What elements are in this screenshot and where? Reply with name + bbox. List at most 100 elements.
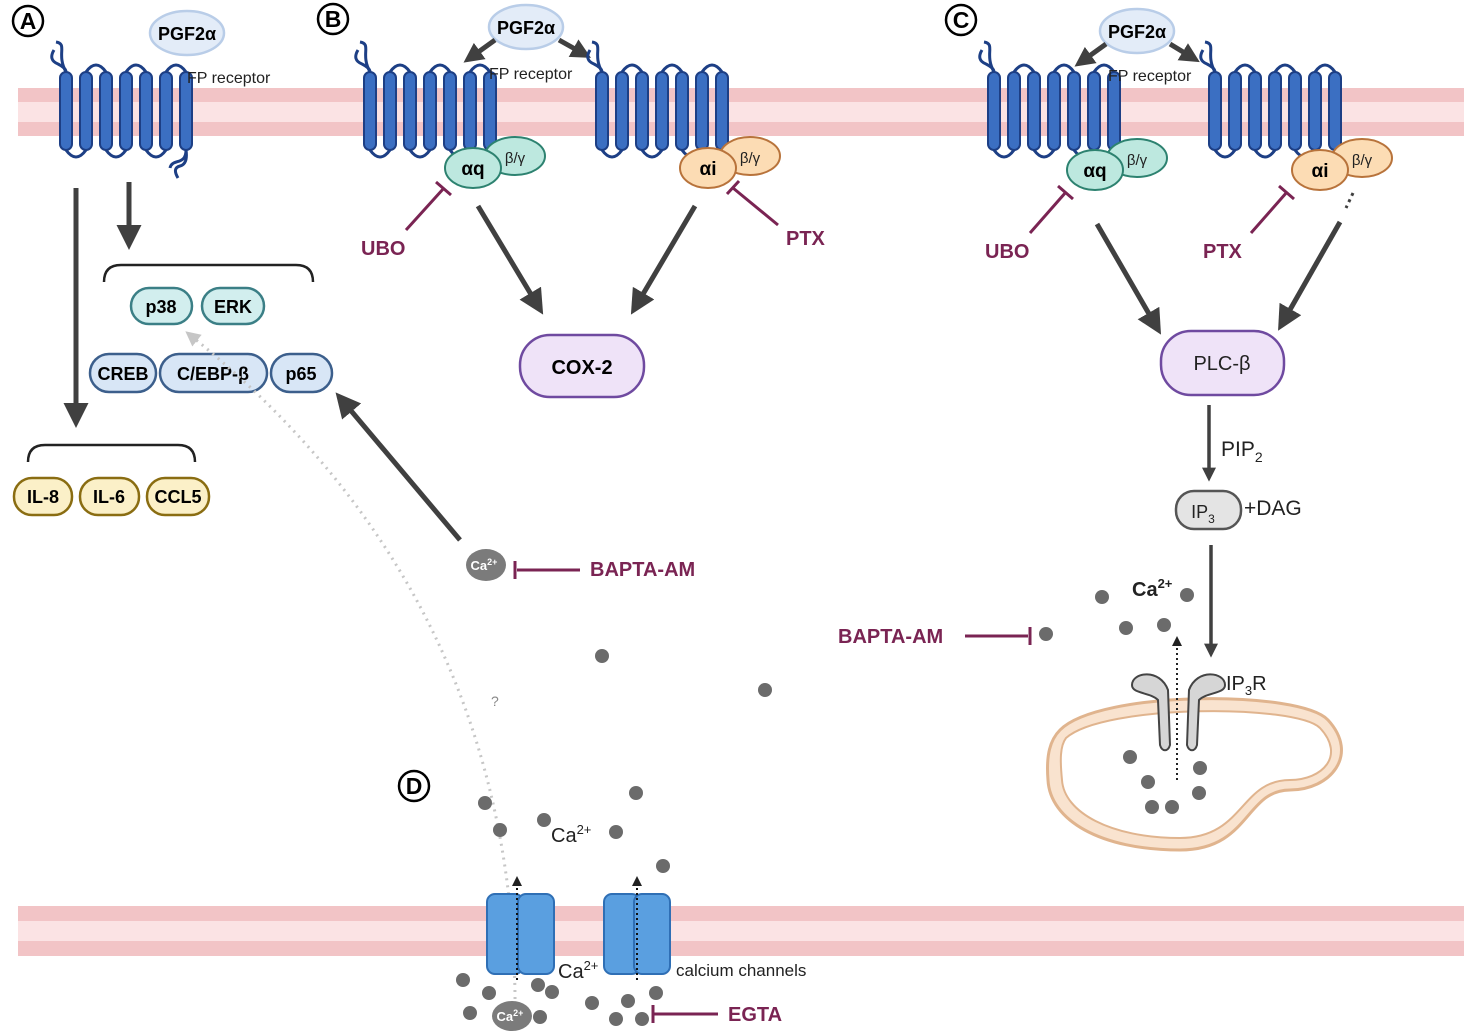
calcium-ion-dot bbox=[609, 825, 623, 839]
cox2-enzyme: COX-2 bbox=[518, 333, 646, 399]
arrow-ligand-to-receptor-b2 bbox=[557, 37, 591, 58]
calcium-ion-dot bbox=[585, 996, 599, 1010]
gq-protein-b: β/γ αq bbox=[444, 136, 546, 189]
calcium-ion-dot bbox=[1145, 800, 1159, 814]
panel-a-label: A bbox=[11, 4, 45, 38]
ubo-label-c: UBO bbox=[985, 241, 1029, 263]
svg-text:IP3: IP3 bbox=[1191, 502, 1215, 526]
fp-receptor-label-b: FP receptor bbox=[489, 66, 573, 83]
calcium-ions bbox=[456, 588, 1207, 1026]
calcium-ion-dot bbox=[649, 986, 663, 1000]
calcium-ion-dot bbox=[1165, 800, 1179, 814]
bottom-membrane bbox=[18, 906, 1464, 956]
calcium-ion-dot bbox=[1192, 786, 1206, 800]
svg-text:αi: αi bbox=[1312, 161, 1329, 182]
panel-b-label: B bbox=[316, 2, 350, 36]
fp-receptor-label-a: FP receptor bbox=[187, 70, 271, 87]
fp-receptor-b1 bbox=[354, 40, 497, 179]
tf-cebp-beta: C/EBP-β bbox=[158, 352, 269, 394]
svg-text:COX-2: COX-2 bbox=[551, 357, 612, 379]
calcium-ion-dot bbox=[456, 973, 470, 987]
calcium-ion-dot bbox=[629, 786, 643, 800]
svg-text:β/γ: β/γ bbox=[740, 150, 761, 167]
bapta-inhibition-right bbox=[965, 627, 1032, 645]
kinase-erk: ERK bbox=[200, 286, 266, 326]
svg-text:p38: p38 bbox=[145, 297, 176, 317]
svg-text:PGF2α: PGF2α bbox=[158, 24, 216, 44]
calcium-ion-dot bbox=[493, 823, 507, 837]
calcium-ion-dot bbox=[1193, 761, 1207, 775]
calcium-channel-2 bbox=[603, 893, 671, 975]
ligand-pgf2a-c: PGF2α bbox=[1098, 7, 1176, 55]
gq-protein-c: β/γ αq bbox=[1066, 138, 1168, 191]
ptx-inhibition-c bbox=[1249, 184, 1295, 234]
calcium-ion-dot bbox=[1180, 588, 1194, 602]
calcium-ion-dot bbox=[621, 994, 635, 1008]
ip3-molecule: IP3 bbox=[1174, 489, 1243, 531]
plc-beta-enzyme: PLC-β bbox=[1159, 329, 1286, 397]
svg-text:β/γ: β/γ bbox=[1127, 152, 1148, 169]
svg-text:αq: αq bbox=[461, 159, 484, 180]
gi-protein-c: β/γ αi bbox=[1291, 138, 1393, 191]
fp-receptor-label-c: FP receptor bbox=[1108, 68, 1192, 85]
cytokine-il8: IL-8 bbox=[12, 476, 74, 517]
gi-dotted-link bbox=[1344, 192, 1355, 209]
bapta-am-label-right: BAPTA-AM bbox=[838, 626, 943, 648]
dotted-arrow-ca-to-p38 bbox=[185, 331, 517, 1021]
calcium-ion-dot bbox=[656, 859, 670, 873]
svg-text:PGF2α: PGF2α bbox=[1108, 22, 1166, 42]
cytokine-il6: IL-6 bbox=[78, 476, 141, 517]
svg-text:PGF2α: PGF2α bbox=[497, 18, 555, 38]
calcium-ion-dot bbox=[1119, 621, 1133, 635]
ubo-inhibition-b bbox=[404, 180, 452, 232]
arrow-gi-to-cox2 bbox=[630, 204, 698, 315]
gi-protein-b: β/γ αi bbox=[679, 136, 781, 189]
arrow-ligand-to-receptor-b1 bbox=[463, 37, 497, 63]
calcium-ion-dot bbox=[478, 796, 492, 810]
svg-text:CCL5: CCL5 bbox=[154, 487, 201, 507]
cytokine-ccl5: CCL5 bbox=[145, 476, 211, 517]
kinase-p38: p38 bbox=[129, 286, 194, 326]
calcium-ion-dot bbox=[1157, 618, 1171, 632]
calcium-ion-dot bbox=[482, 986, 496, 1000]
ip3r-label: IP3R bbox=[1226, 673, 1267, 698]
svg-text:αq: αq bbox=[1083, 161, 1106, 182]
fp-receptor-c1 bbox=[978, 40, 1121, 179]
tf-p65: p65 bbox=[269, 352, 334, 394]
calcium-channel-1 bbox=[486, 893, 555, 975]
calcium-ion-dot bbox=[1123, 750, 1137, 764]
ca-label-d-upper: Ca2+ bbox=[551, 822, 591, 847]
svg-text:p65: p65 bbox=[285, 364, 316, 384]
calcium-ion-dot bbox=[533, 1010, 547, 1024]
calcium-ion-dot bbox=[635, 1012, 649, 1026]
dag-label: +DAG bbox=[1244, 497, 1302, 520]
svg-text:C/EBP-β: C/EBP-β bbox=[177, 364, 249, 384]
calcium-ion-dot bbox=[545, 985, 559, 999]
cytokine-bracket bbox=[26, 443, 197, 463]
pip2-label: PIP2 bbox=[1221, 438, 1263, 465]
svg-text:ERK: ERK bbox=[214, 297, 252, 317]
ca-ion-badge-bottom: Ca2+ bbox=[492, 1001, 532, 1031]
svg-text:β/γ: β/γ bbox=[1352, 152, 1373, 169]
svg-text:PLC-β: PLC-β bbox=[1193, 353, 1250, 375]
ubo-inhibition-c bbox=[1028, 184, 1074, 234]
calcium-ion-dot bbox=[1039, 627, 1053, 641]
calcium-ion-dot bbox=[595, 649, 609, 663]
arrow-ca-to-p65 bbox=[335, 392, 462, 542]
calcium-ion-dot bbox=[537, 813, 551, 827]
panel-c-label: C bbox=[944, 3, 978, 37]
svg-text:Ca2+: Ca2+ bbox=[497, 1008, 524, 1024]
svg-text:IL-6: IL-6 bbox=[93, 487, 125, 507]
svg-text:D: D bbox=[406, 773, 423, 799]
fp-receptor-a bbox=[50, 40, 193, 179]
svg-text:β/γ: β/γ bbox=[505, 150, 526, 167]
calcium-ion-dot bbox=[609, 1012, 623, 1026]
ubo-label-b: UBO bbox=[361, 238, 405, 260]
ligand-pgf2a-b: PGF2α bbox=[487, 3, 565, 51]
calcium-ion-dot bbox=[463, 1006, 477, 1020]
kinase-bracket bbox=[102, 263, 315, 283]
tf-creb: CREB bbox=[88, 352, 158, 394]
svg-text:CREB: CREB bbox=[97, 364, 148, 384]
ligand-pgf2a-a: PGF2α bbox=[148, 9, 226, 57]
